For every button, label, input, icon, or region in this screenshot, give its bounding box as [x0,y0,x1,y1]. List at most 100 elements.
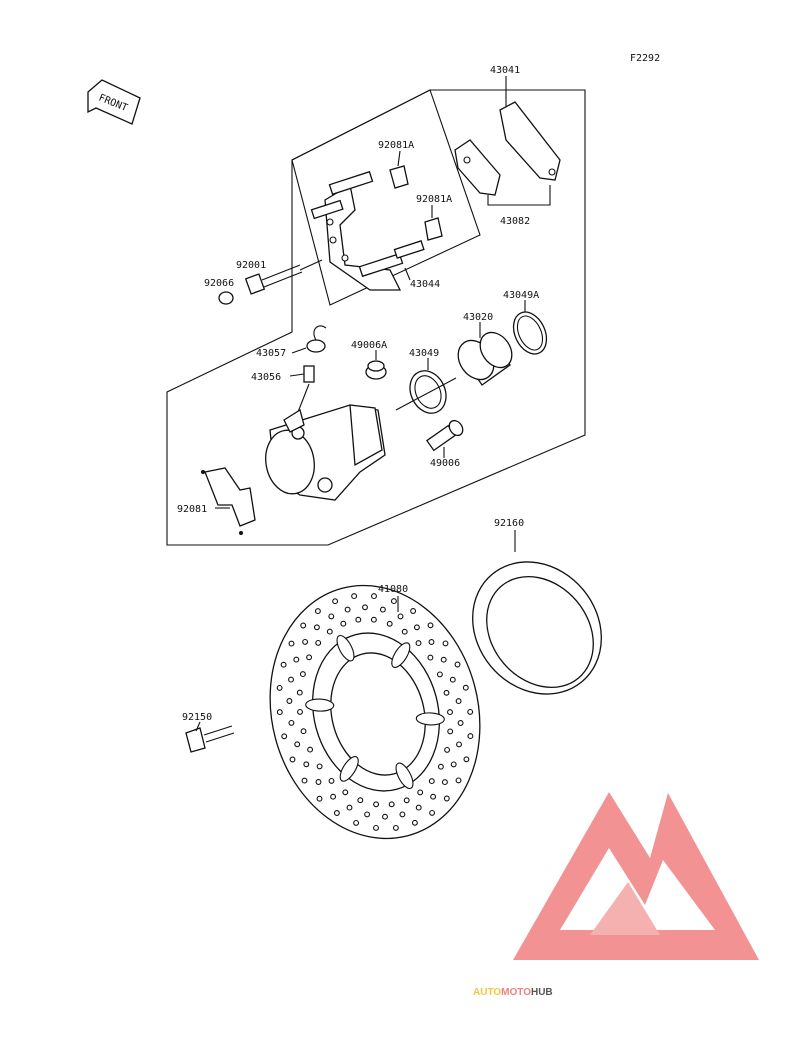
disc-slot [415,712,445,726]
bleeder-cap-icon [306,325,327,353]
disc-hole [370,616,377,623]
disc-hole [411,819,418,826]
disc-hole [437,763,444,770]
disc-hole [467,708,474,715]
part-number-43057: 43057 [256,348,286,359]
disc-hole [299,671,306,678]
disc-hole [276,684,283,691]
disc-hole [362,604,368,611]
part-number-43020: 43020 [463,312,493,323]
front-arrow-icon: FRONT [87,79,141,125]
disc-bolt-icon [185,725,235,753]
disc-hole [382,813,388,820]
disc-hole [371,593,377,600]
disc-hole [447,709,453,716]
disc-hole [403,797,410,804]
disc-hole [430,793,437,800]
bleeder-valve-icon [303,365,315,383]
disc-hole [301,777,308,784]
disc-hole [332,598,339,605]
disc-hole [315,779,322,785]
rubber-cap-icon [218,291,234,305]
caliper-piston-icon [457,331,513,386]
disc-hole [401,628,408,635]
part-number-43049a: 43049A [503,290,539,301]
disc-hole [288,676,294,683]
part-number-43049: 43049 [409,348,439,359]
part-number-92160: 92160 [494,518,524,529]
part-number-92081: 92081 [177,504,207,515]
disc-hole [415,804,422,811]
disc-hole [450,761,457,768]
ring-icon [472,561,602,695]
slide-pin-icon [426,419,464,452]
disc-hole [447,728,454,735]
disc-hole [442,640,449,647]
disc-hole [429,809,436,816]
part-number-49006a: 49006A [351,340,387,351]
disc-hole [455,777,462,784]
disc-hole [436,671,443,678]
disc-hole [306,654,313,661]
disc-hole [399,811,406,818]
disc-hole [415,640,422,647]
disc-slot [391,642,411,668]
disc-hole [313,624,320,631]
disc-hole [330,793,337,800]
bracket-subassembly-outline [291,89,481,306]
disc-hole [303,761,310,768]
disc-slot [395,762,414,790]
disc-hole [300,622,307,629]
disc-hole [441,779,448,786]
disc-hole [281,733,288,740]
automotohub-logo [513,792,759,960]
disc-hole [390,598,397,605]
disc-hole [427,622,434,629]
part-number-41080: 41080 [378,584,408,595]
disc-hole [417,789,424,796]
disc-hole [373,801,380,808]
disc-hole [316,795,323,802]
disc-hole [293,656,300,663]
part-number-92081a-upper: 92081A [378,140,414,151]
disc-hole [467,733,474,740]
watermark-text: AUTOMOTOHUB [473,987,553,998]
disc-hole [302,638,309,645]
pad-spring-clip-icon [389,165,443,241]
piston-seal-a-icon [512,311,548,355]
part-number-92066: 92066 [204,278,234,289]
disc-hole [288,719,295,726]
disc-hole [463,756,470,763]
disc-hole [364,811,371,818]
disc-hole [413,624,420,631]
disc-hole [454,661,461,668]
disc-hole [397,613,404,620]
disc-hole [428,639,435,645]
disc-hole [288,640,295,647]
part-number-92001: 92001 [236,260,266,271]
part-number-92150: 92150 [182,712,212,723]
disc-hole [296,689,303,696]
disc-hole [280,661,287,668]
disc-hole [455,698,462,705]
disc-hole [462,684,469,691]
disc-hole [444,746,451,753]
disc-hole [314,608,321,615]
watermark-auto: AUTO [473,987,501,998]
part-number-43056: 43056 [251,372,281,383]
disc-hole [342,789,349,796]
disc-hole [289,756,296,763]
disc-hole [346,804,353,811]
figure-code: F2292 [630,53,660,64]
dust-boot-a-icon [365,360,387,380]
part-number-43082: 43082 [500,216,530,227]
disc-hole [315,639,322,646]
disc-hole [456,741,462,748]
disc-hole [355,616,362,623]
disc-hole [379,606,386,613]
part-number-49006: 49006 [430,458,460,469]
part-number-43041: 43041 [490,65,520,76]
disc-hole [388,801,395,808]
disc-hole [297,708,303,715]
disc-hole [373,824,379,831]
